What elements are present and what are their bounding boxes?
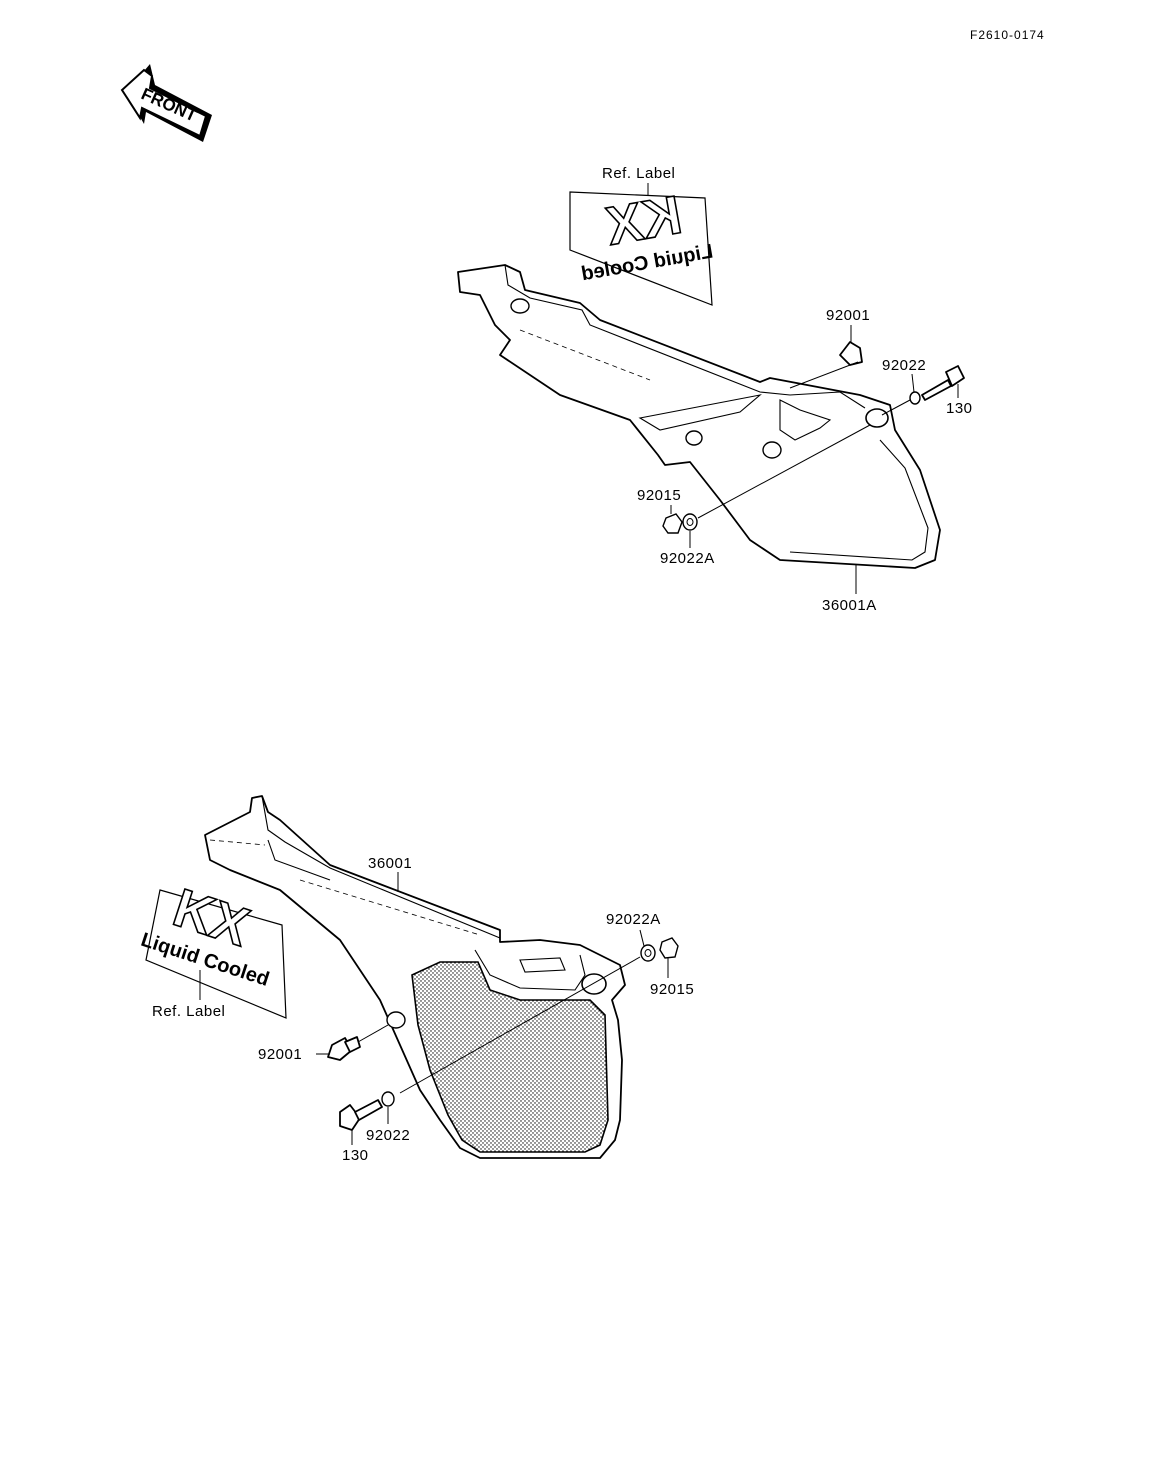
- lower-label-92022a: 92022A: [606, 911, 661, 928]
- upper-label-92022a: 92022A: [660, 550, 715, 567]
- lower-side-cover: [204, 795, 626, 1159]
- lower-view: 36001 KX Liquid Cooled Ref. Label 92022A…: [138, 795, 694, 1164]
- upper-washer-92022: [909, 391, 921, 405]
- upper-label-92015: 92015: [637, 487, 681, 504]
- upper-logo-text: KX: [602, 185, 686, 257]
- upper-nut-92015: [662, 513, 683, 534]
- upper-kx-label-decal: KX Liquid Cooled: [569, 184, 715, 306]
- lower-kx-label-decal: KX Liquid Cooled: [138, 877, 287, 1019]
- lower-nut-92015: [659, 937, 679, 959]
- lower-bolt-130: [339, 1099, 383, 1131]
- lower-label-92001: 92001: [258, 1046, 302, 1063]
- upper-screw-92001: [789, 341, 863, 389]
- lower-label-130: 130: [342, 1147, 369, 1164]
- upper-bolt-130: [921, 365, 965, 401]
- lower-label-92015: 92015: [650, 981, 694, 998]
- upper-ref-label: Ref. Label: [602, 165, 675, 182]
- lower-washer-92022a: [640, 944, 656, 962]
- upper-label-36001a: 36001A: [822, 597, 877, 614]
- lower-label-92022: 92022: [366, 1127, 410, 1144]
- upper-side-cover: [457, 264, 941, 569]
- upper-washer-92022a: [682, 513, 698, 531]
- lower-washer-92022: [381, 1091, 395, 1107]
- diagram-code: F2610-0174: [970, 28, 1045, 42]
- upper-label-92022: 92022: [882, 357, 926, 374]
- upper-view: Ref. Label KX Liquid Cooled: [457, 165, 973, 614]
- upper-label-92001: 92001: [826, 307, 870, 324]
- lower-ref-label: Ref. Label: [152, 1003, 225, 1020]
- lower-label-36001: 36001: [368, 855, 412, 872]
- front-arrow-icon: FRONT: [120, 64, 212, 142]
- upper-label-130: 130: [946, 400, 973, 417]
- lower-screw-92001: [327, 1036, 361, 1061]
